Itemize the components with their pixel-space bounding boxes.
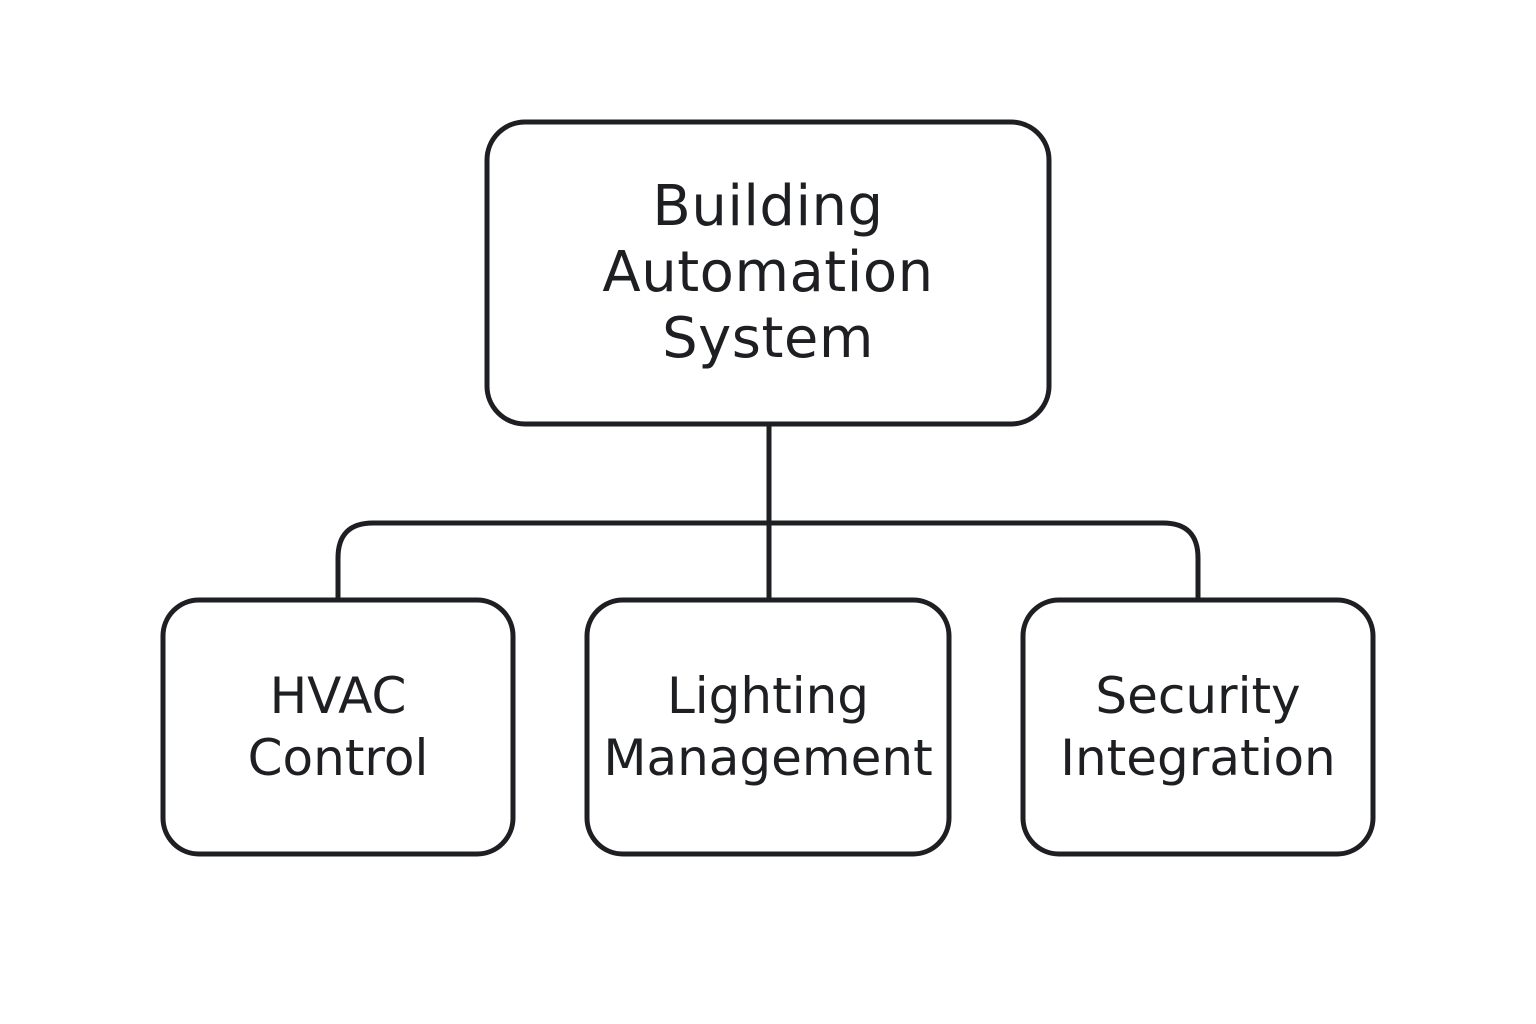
child-node-label-lighting: Lighting Management [587,600,949,854]
child-node-box-security [1020,597,1376,857]
child-label-line: Control [247,729,429,787]
child-node-box-hvac [160,597,516,857]
child-node-box-lighting [584,597,952,857]
child-node-label-hvac: HVAC Control [163,600,513,854]
child-label-line: Management [603,729,933,787]
child-label-line: HVAC [269,667,407,725]
root-node-label: Building Automation System [487,122,1049,424]
root-label-line: System [662,306,874,371]
connector-bus [335,520,1201,598]
child-label-line: Security [1095,667,1301,725]
child-node-label-security: Security Integration [1023,600,1373,854]
root-node-box [484,119,1052,427]
child-label-line: Integration [1060,729,1336,787]
root-label-line: Automation [602,240,934,305]
root-label-line: Building [652,174,884,239]
child-label-line: Lighting [666,667,870,725]
